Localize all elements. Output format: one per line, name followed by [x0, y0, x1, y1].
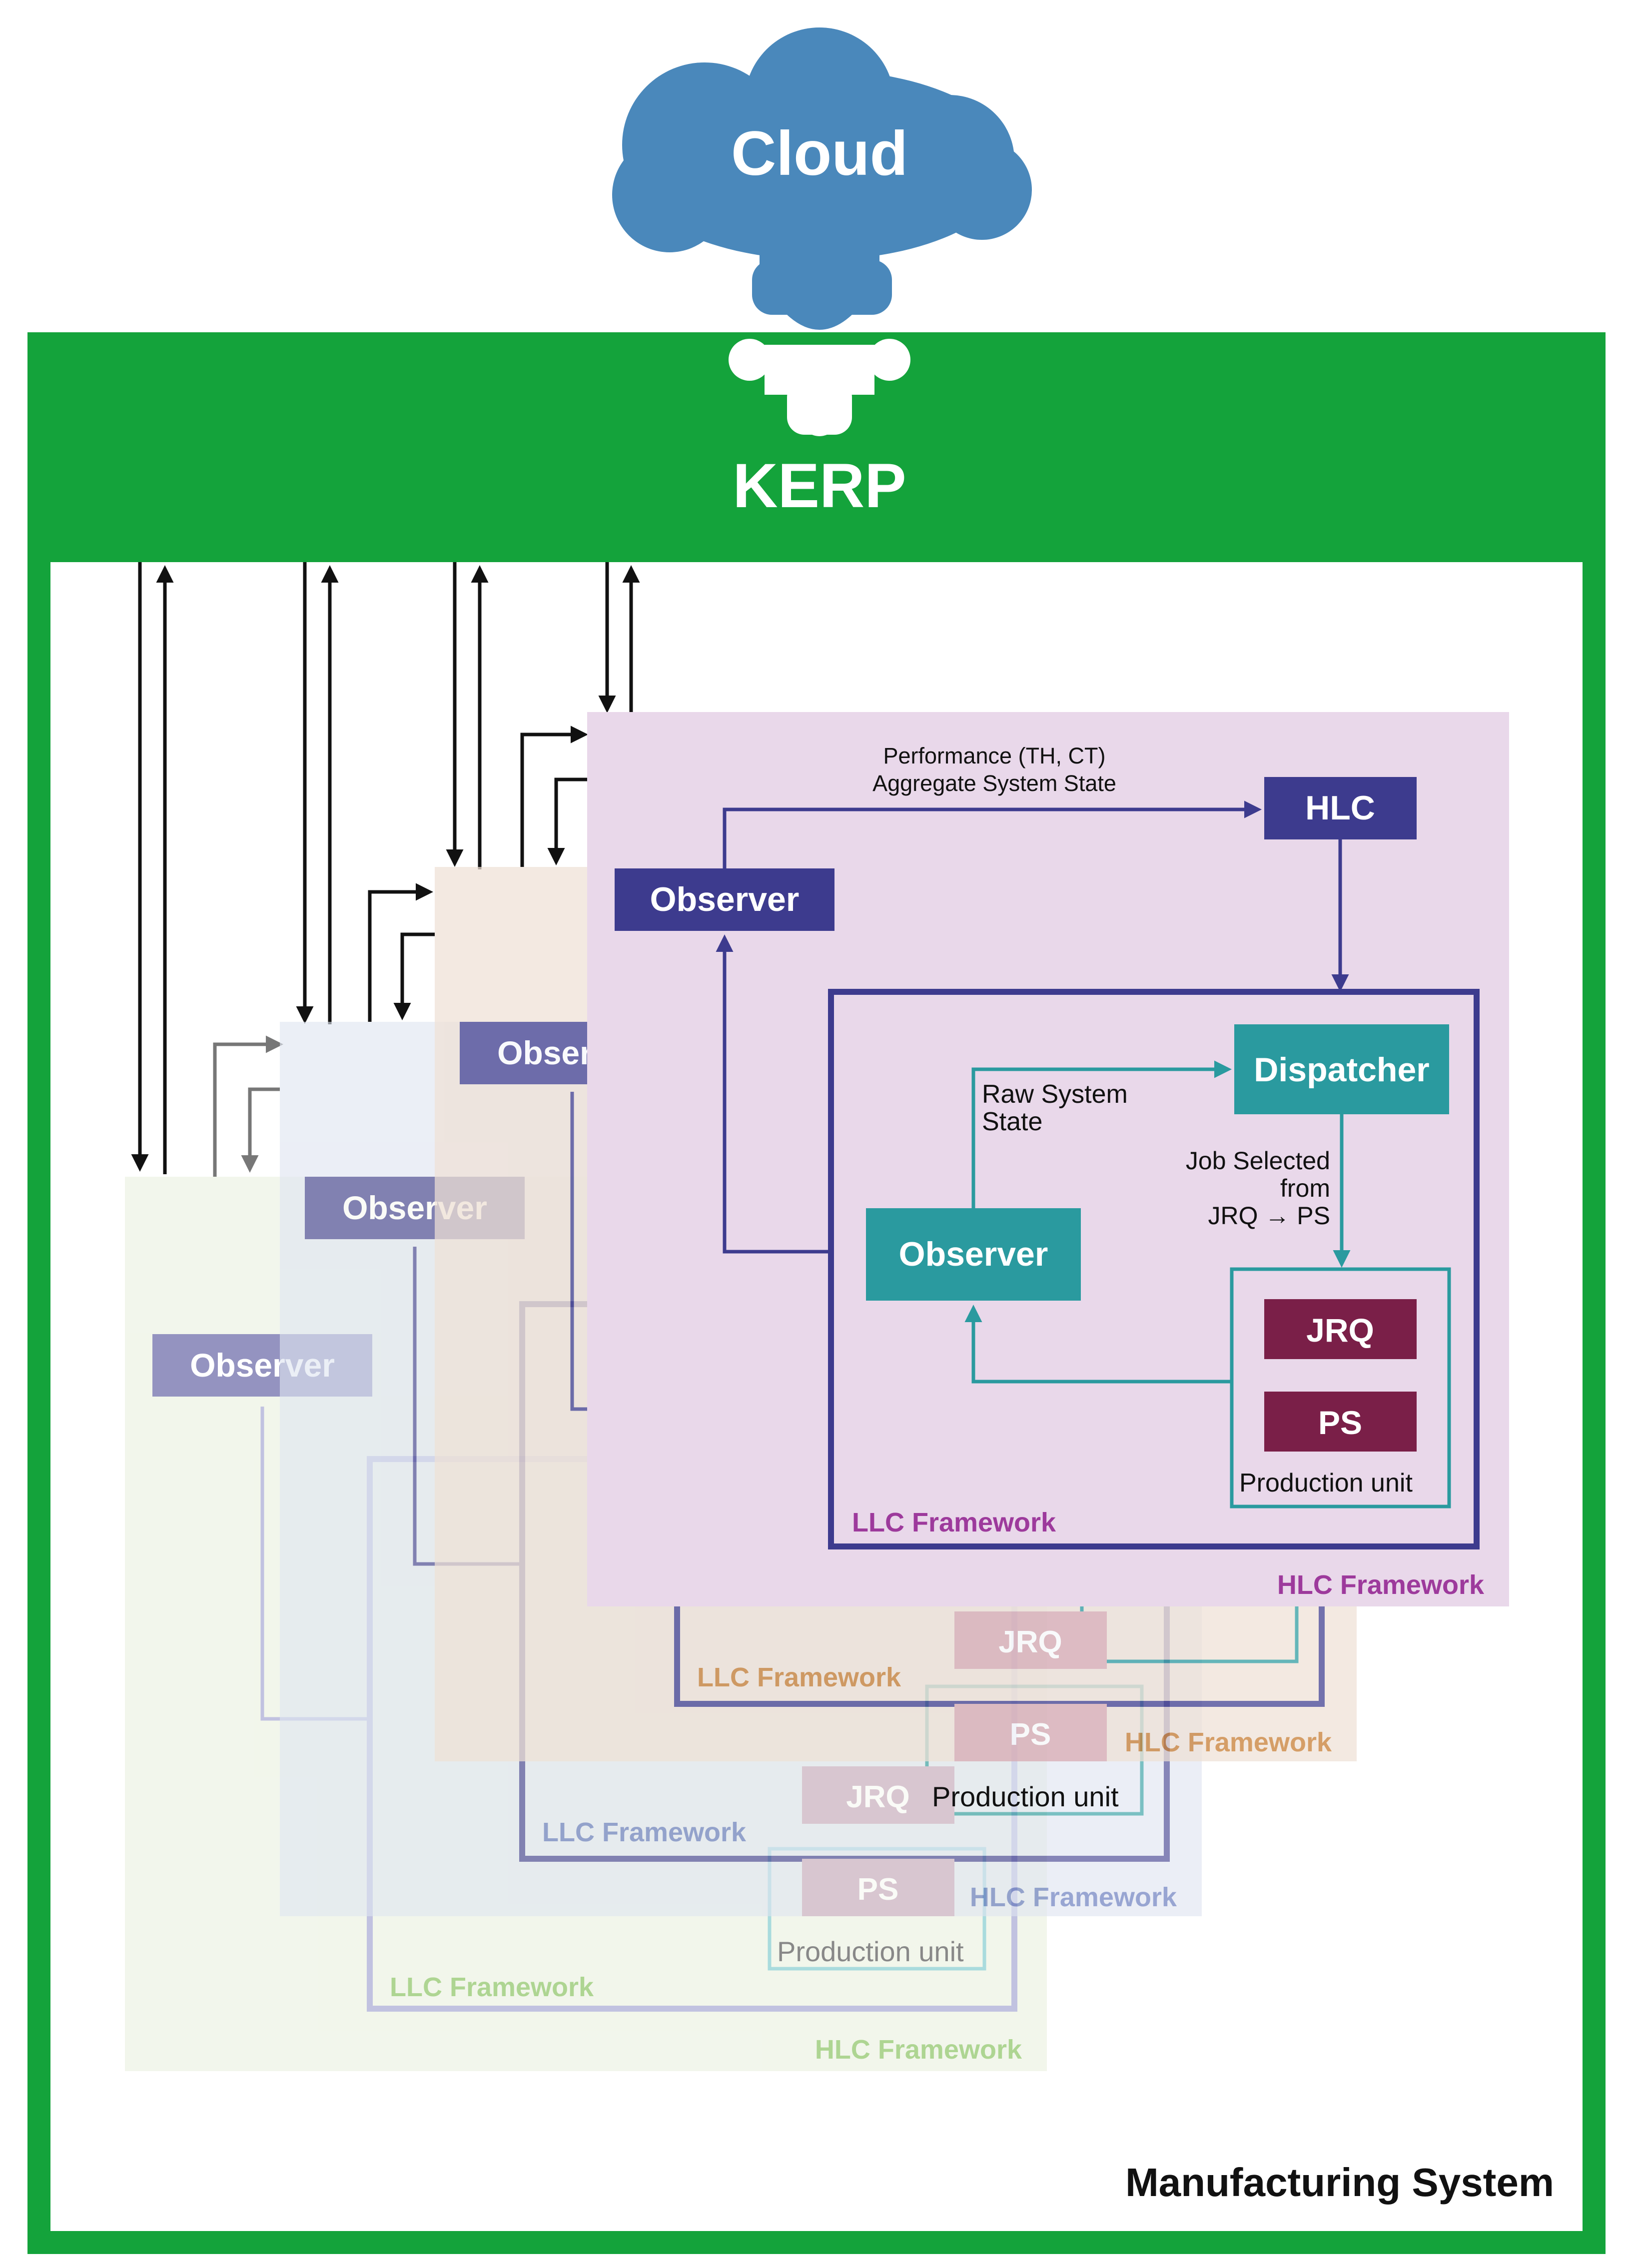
layer-blue-llc-label: LLC Framework [542, 1817, 747, 1847]
raw-state-label-line1: Raw System [982, 1080, 1128, 1109]
layer-tan-llc-label: LLC Framework [697, 1662, 901, 1692]
dispatcher-box [1234, 1024, 1449, 1114]
kerp-framework-arrows [131, 562, 640, 1174]
jrq-box [1264, 1299, 1417, 1359]
layer-tan-jrq-label: JRQ [998, 1625, 1062, 1659]
layer-tan-production-unit-label: Production unit [932, 1781, 1119, 1812]
layer-blue-jrq-box [802, 1766, 954, 1824]
jrq-label: JRQ [1306, 1312, 1374, 1349]
production-unit-label: Production unit [1239, 1469, 1413, 1498]
llc-framework-box [828, 989, 1480, 1549]
layer-blue-jrq-label: JRQ [846, 1780, 909, 1814]
performance-label-line2: Aggregate System State [872, 770, 1116, 796]
llc-observer-label: Observer [899, 1235, 1048, 1273]
layer-tan-ps-box [954, 1704, 1107, 1761]
front-hlc-framework-panel [587, 712, 1509, 1606]
layer-blue-ps-box [802, 1859, 954, 1916]
raw-state-label-line2: State [982, 1107, 1042, 1136]
layer-green-llc-label: LLC Framework [390, 1972, 594, 2002]
hlc-observer-label: Observer [650, 880, 800, 918]
job-selected-label-line1: Job Selected [1186, 1147, 1330, 1175]
production-unit-box [1230, 1267, 1451, 1509]
layer-blue-hlc-label: HLC Framework [970, 1882, 1177, 1912]
hlc-box [1264, 777, 1417, 839]
ps-label: PS [1318, 1404, 1362, 1441]
layer-tan-jrq-box [954, 1611, 1107, 1669]
layer-blue-ps-label: PS [857, 1872, 899, 1907]
ps-box [1264, 1392, 1417, 1452]
elbow-arrows [213, 726, 588, 1177]
layer-tan-hlc-label: HLC Framework [1125, 1727, 1332, 1757]
hlc-label: HLC [1305, 789, 1375, 827]
layer-blue-production-unit-label: Production unit [777, 1936, 964, 1967]
job-selected-label-line2: from [1280, 1174, 1330, 1202]
kerp-label: KERP [733, 451, 906, 521]
cloud-icon [612, 27, 1032, 330]
front-llc-framework-label: LLC Framework [852, 1508, 1056, 1537]
cloud-label: Cloud [731, 119, 908, 188]
layer-tan-ps-label: PS [1010, 1717, 1051, 1752]
job-selected-label-line3: JRQ → PS [1208, 1202, 1330, 1230]
llc-observer-box [866, 1208, 1081, 1301]
layer-green-hlc-label: HLC Framework [815, 2035, 1022, 2065]
hlc-observer-box [615, 868, 834, 931]
manufacturing-system-label: Manufacturing System [1125, 2160, 1554, 2205]
front-hlc-framework-label: HLC Framework [1277, 1570, 1485, 1600]
dispatcher-label: Dispatcher [1254, 1051, 1429, 1089]
layer-front: Performance (TH, CT) Aggregate System St… [587, 712, 1509, 1606]
puzzle-connector-icon [729, 339, 910, 436]
performance-label-line1: Performance (TH, CT) [883, 743, 1105, 768]
